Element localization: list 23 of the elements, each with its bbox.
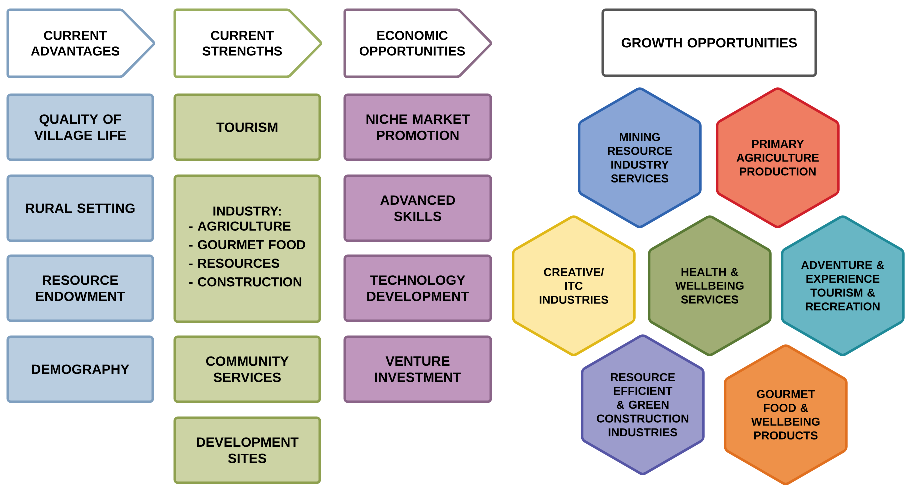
hexagon: PRIMARY AGRICULTURE PRODUCTION <box>716 88 840 228</box>
column-heading-tag: CURRENT ADVANTAGES <box>6 8 156 78</box>
category-box: NICHE MARKET PROMOTION <box>344 94 492 162</box>
hexagon: ADVENTURE & EXPERIENCE TOURISM & RECREATION <box>781 216 905 356</box>
category-box: INDUSTRY: - AGRICULTURE - GOURMET FOOD - RESOURCES - CONSTRUCTION <box>174 174 322 324</box>
hexagon: RESOURCE EFFICIENT & GREEN CONSTRUCTION INDUSTRIES <box>581 334 705 476</box>
category-box: TECHNOLOGY DEVELOPMENT <box>344 254 492 322</box>
category-box: DEMOGRAPHY <box>6 336 154 404</box>
column-heading-tag: CURRENT STRENGTHS <box>174 8 322 78</box>
category-box: TOURISM <box>174 94 322 162</box>
hexagon: MINING RESOURCE INDUSTRY SERVICES <box>578 88 702 228</box>
category-box: VENTURE INVESTMENT <box>344 336 492 404</box>
category-box: RESOURCE ENDOWMENT <box>6 254 154 322</box>
category-box: ADVANCED SKILLS <box>344 174 492 242</box>
category-box: RURAL SETTING <box>6 174 154 242</box>
column-heading-tag: ECONOMIC OPPORTUNITIES <box>344 8 492 78</box>
category-box: GROWTH OPPORTUNITIES <box>602 8 818 78</box>
category-box: DEVELOPMENT SITES <box>174 416 322 484</box>
hexagon: CREATIVE/ ITC INDUSTRIES <box>512 216 636 356</box>
category-box: COMMUNITY SERVICES <box>174 336 322 404</box>
hexagon: GOURMET FOOD & WELLBEING PRODUCTS <box>724 344 848 486</box>
hexagon: HEALTH & WELLBEING SERVICES <box>648 216 772 356</box>
category-box: QUALITY OF VILLAGE LIFE <box>6 94 154 162</box>
